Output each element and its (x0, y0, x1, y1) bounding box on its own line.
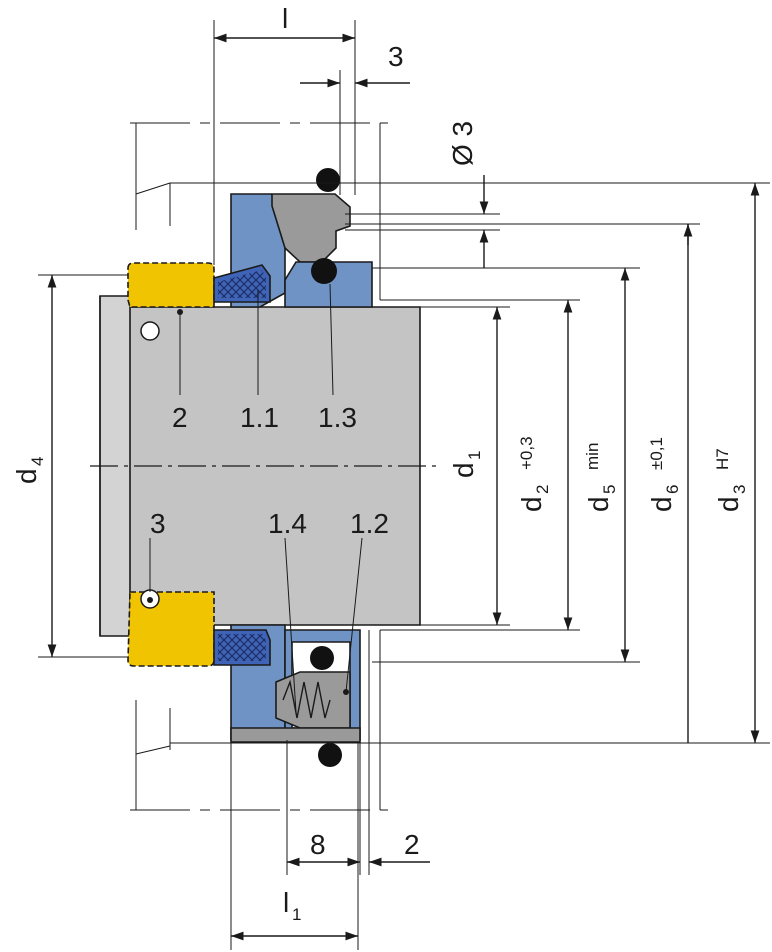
dimension-labels: l 3 Ø 3 d 1 d 2 +0,3 d 5 min d 6 ±0,1 d … (11, 3, 749, 924)
part-1-2-label: 1.2 (350, 508, 389, 539)
part-1-3-label: 1.3 (318, 402, 357, 433)
dim-l1-sub: 1 (292, 905, 301, 924)
part-1-4-label: 1.4 (268, 508, 307, 539)
part-3-label: 3 (150, 508, 166, 539)
part-leaders (149, 283, 363, 713)
part-1-1-label: 1.1 (240, 402, 279, 433)
housing-outline (130, 122, 388, 811)
dim-d2-sub: 2 (533, 485, 552, 494)
shaft (90, 295, 440, 637)
dim-d5-label: d (583, 496, 614, 512)
dim-d3-label: d (713, 496, 744, 512)
dimension-lines (38, 20, 770, 950)
dim-l-label: l (282, 3, 288, 34)
dim-l1-label: l (283, 887, 289, 918)
dim-2-bottom-label: 2 (404, 829, 420, 860)
dim-d1-sub: 1 (465, 451, 484, 460)
dim-d6-sub: 6 (663, 485, 682, 494)
collar-part-2 (127, 262, 215, 667)
dim-d6-label: d (646, 496, 677, 512)
dim-8-label: 8 (310, 829, 326, 860)
seal-lower (213, 624, 361, 767)
dim-d4-sub: 4 (28, 457, 47, 466)
dim-3-top-label: 3 (388, 41, 404, 72)
dim-d2-label: d (516, 496, 547, 512)
dim-d5-sub: 5 (600, 485, 619, 494)
dim-d1-label: d (448, 462, 479, 478)
dim-d3-sub: 3 (730, 485, 749, 494)
part-2-label: 2 (172, 402, 188, 433)
part-labels: 2 1.1 1.3 3 1.4 1.2 (150, 402, 389, 539)
dim-d2-tol: +0,3 (517, 436, 536, 470)
dim-d5-tol: min (583, 443, 602, 470)
dim-d4-label: d (11, 468, 42, 484)
dim-d6-tol: ±0,1 (647, 437, 666, 470)
dim-d3-tol: H7 (713, 448, 732, 470)
seal-upper (213, 168, 373, 308)
dim-phi3-label: Ø 3 (447, 121, 478, 166)
